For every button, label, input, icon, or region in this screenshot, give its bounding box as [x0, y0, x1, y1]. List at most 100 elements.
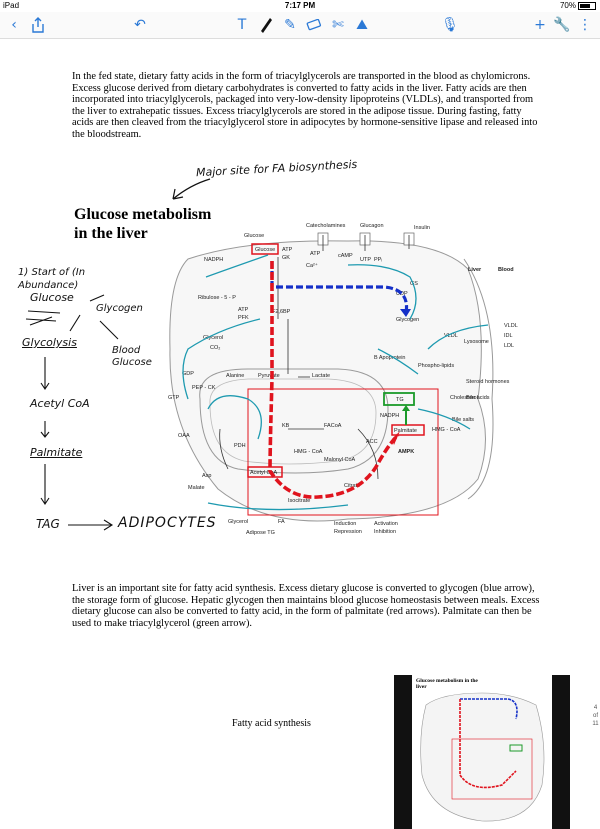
label-atp-2: ATP — [282, 247, 293, 253]
legend-induction: Induction — [334, 521, 356, 527]
label-ppi: PPᵢ — [374, 257, 382, 263]
battery-percent: 70% — [559, 1, 576, 10]
pen-tool-icon[interactable] — [256, 15, 276, 35]
label-hmg-coa: HMG - CoA — [294, 449, 323, 455]
label-tg-box: TG — [396, 397, 404, 403]
label-fa: FA — [278, 519, 285, 525]
label-gtp: GTP — [168, 395, 180, 401]
label-ribulose: Ribulose - 5 - P — [198, 295, 236, 301]
back-chevron-icon[interactable]: ‹ — [11, 17, 17, 33]
label-idl: IDL — [504, 333, 513, 339]
figure-title-line1: Glucose metabolism — [74, 206, 212, 223]
label-insulin: Insulin — [414, 225, 430, 231]
label-pdh: PDH — [234, 443, 246, 449]
label-glycerol-2: Glycerol — [228, 519, 248, 525]
paragraph-summary: Liver is an important site for fatty aci… — [72, 583, 540, 629]
label-vldl: VLDL — [504, 323, 518, 329]
label-acc: ACC — [366, 439, 378, 445]
hand-start: 1) Start of (In Abundance) — [18, 267, 86, 291]
note-page[interactable]: In the fed state, dietary fatty acids in… — [0, 39, 600, 829]
hand-palmitate: Palmitate — [30, 446, 83, 459]
clock: 7:17 PM — [284, 1, 316, 10]
label-acetyl-coa: Acetyl CoA — [250, 470, 278, 476]
label-b-apoprotein: B Apoprotein — [374, 355, 406, 361]
hand-tag: TAG — [36, 517, 60, 531]
label-liver: Liver — [468, 267, 482, 273]
hand-glucose: Glucose — [30, 291, 74, 304]
label-facoa: FACoA — [324, 423, 342, 429]
label-malate: Malate — [188, 485, 205, 491]
share-icon[interactable] — [28, 15, 48, 35]
label-pyruvate: Pyruvate — [258, 373, 280, 379]
liver-metabolism-diagram: Glucose Catecholamines Glucagon Insulin … — [168, 223, 518, 536]
hand-adipocytes: ADIPOCYTES — [118, 515, 217, 531]
label-bile: Bile acids — [466, 395, 490, 401]
image-icon[interactable]: ⛰ — [356, 17, 368, 33]
label-oaa: OAA — [178, 433, 190, 439]
page-index-indicator[interactable]: 4 of 11 — [591, 704, 600, 744]
label-cholesterol: Cholesterol — [450, 395, 478, 401]
battery-icon — [578, 1, 596, 10]
label-glucose-box: Glucose — [255, 247, 275, 253]
label-gs: GS — [410, 281, 418, 287]
label-citrate: Citrate — [344, 483, 360, 489]
label-adipose-tg: Adipose TG — [246, 530, 275, 536]
hand-acetyl-coa: Acetyl CoA — [30, 397, 90, 410]
label-glycogen: Glycogen — [396, 317, 419, 323]
paragraph-intro: In the fed state, dietary fatty acids in… — [72, 71, 538, 140]
label-blood: Blood — [498, 267, 514, 273]
highlighter-icon[interactable]: ✎ — [284, 17, 296, 33]
label-kb: KB — [282, 423, 290, 429]
label-bile-salts: Bile salts — [452, 417, 474, 423]
label-glucagon: Glucagon — [360, 223, 384, 229]
eraser-icon[interactable] — [304, 15, 324, 35]
label-nadph: NADPH — [204, 257, 223, 263]
text-tool-icon[interactable]: T — [237, 17, 247, 33]
handnote-arrow — [172, 178, 211, 200]
lasso-icon[interactable]: ✄ — [332, 17, 344, 33]
label-gk: GK — [282, 255, 290, 261]
label-hmg-coa-2: HMG - CoA — [432, 427, 461, 433]
label-nadph-2: NADPH — [380, 413, 399, 419]
label-ca: Ca²⁺ — [306, 262, 318, 269]
label-asp: Asp — [202, 473, 211, 479]
label-glycerol: Glycerol — [203, 335, 223, 341]
label-f26bp: F2,6BP — [272, 309, 291, 315]
label-camp: cAMP — [338, 253, 353, 259]
hand-glycogen: Glycogen — [96, 303, 143, 314]
label-atp-3: ATP — [238, 307, 249, 313]
label-phospholipids: Phospho-lipids — [418, 363, 454, 369]
hand-blood-glucose: Blood Glucose — [112, 345, 152, 368]
label-gdp: GDP — [182, 371, 194, 377]
slide-caption: Fatty acid synthesis — [232, 718, 311, 729]
legend-inhibition: Inhibition — [374, 529, 396, 535]
status-bar: iPad 7:17 PM 70% — [0, 0, 600, 12]
add-page-icon[interactable]: + — [534, 17, 546, 33]
label-vldl-2: VLDL — [444, 333, 458, 339]
label-ldl: LDL — [504, 343, 514, 349]
figure-title-line2: in the liver — [74, 225, 148, 242]
label-catecholamines: Catecholamines — [306, 223, 346, 229]
page-thumbnail[interactable]: Glucose metabolism in the liver — [394, 675, 570, 829]
label-steroid: Steroid hormones — [466, 379, 510, 385]
label-glucose-top: Glucose — [244, 233, 264, 239]
battery-indicator: 70% — [560, 1, 596, 10]
label-co2: CO₂ — [210, 345, 220, 351]
label-palmitate-box: Palmitate — [394, 428, 417, 434]
label-pfk: PFK — [238, 315, 249, 321]
handnote-major-site: Major site for FA biosynthesis — [195, 157, 358, 180]
toolbar: ‹ ↶ T ✎ ✄ ⛰ 🎙 + 🔧 ⋮ — [0, 12, 600, 39]
more-icon[interactable]: ⋮ — [578, 17, 592, 33]
microphone-icon[interactable]: 🎙 — [441, 17, 459, 33]
label-malonyl: Malonyl CoA — [324, 457, 356, 463]
label-atp: ATP — [310, 251, 321, 257]
label-alanine: Alanine — [226, 373, 244, 379]
page-index-current: 4 — [593, 705, 598, 711]
settings-wrench-icon[interactable]: 🔧 — [553, 17, 571, 33]
thumbnail-title: Glucose metabolism in the liver — [416, 678, 478, 690]
label-pepck: PEP - CK — [192, 385, 216, 391]
figure-title: Glucose metabolism in the liver — [74, 205, 244, 243]
hand-glycolysis: Glycolysis — [22, 336, 77, 349]
thumbnail-diagram — [420, 692, 545, 822]
undo-icon[interactable]: ↶ — [134, 17, 146, 33]
